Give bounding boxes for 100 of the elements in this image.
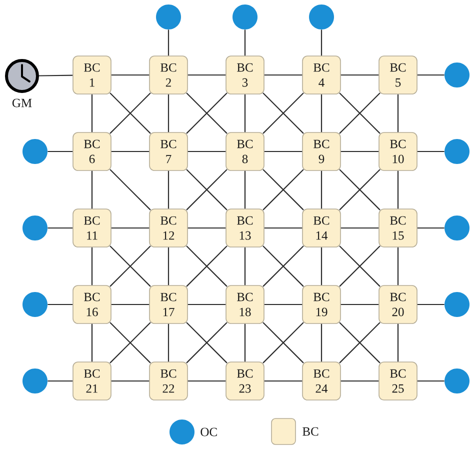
connector-line — [417, 227, 444, 229]
connector-line — [38, 74, 73, 76]
connector-line — [168, 30, 170, 56]
connector-line — [168, 247, 170, 286]
connector-line — [48, 150, 73, 152]
node-box: BC 15 — [378, 208, 418, 248]
node-box: BC 17 — [149, 285, 188, 324]
legend-label: OC — [200, 428, 217, 436]
connector-line — [320, 170, 322, 209]
connector-line — [111, 304, 150, 306]
connector-line — [340, 304, 379, 306]
node-box: BC 23 — [226, 362, 264, 400]
node-circle — [22, 292, 48, 317]
node-circle — [22, 216, 48, 240]
connector-line — [244, 247, 246, 286]
node-box: BC 12 — [149, 208, 188, 248]
connector-line — [188, 74, 226, 76]
connector-line — [48, 304, 73, 306]
connector-line — [397, 324, 399, 362]
node-caption: GM — [12, 98, 32, 108]
connector-cross — [186, 246, 228, 287]
connector-line — [417, 304, 444, 306]
node-circle — [22, 368, 48, 394]
connector-cross — [262, 169, 304, 210]
node-box: BC 11 — [72, 208, 112, 248]
connector-line — [417, 74, 444, 76]
node-box: BC 22 — [149, 362, 188, 400]
connector-cross — [262, 92, 304, 134]
node-box: BC 7 — [149, 132, 188, 171]
connector-line — [417, 150, 444, 152]
connector-cross — [262, 322, 304, 364]
connector-line — [397, 170, 399, 209]
node-box: BC 8 — [226, 132, 264, 171]
connector-line — [168, 170, 170, 209]
connector-cross — [186, 92, 228, 134]
connector-cross — [339, 92, 380, 134]
connector-cross — [186, 322, 228, 364]
connector-line — [111, 150, 150, 152]
connector-line — [264, 150, 302, 152]
node-circle — [309, 4, 334, 30]
connector-line — [48, 227, 73, 229]
connector-cross — [262, 246, 304, 287]
connector-line — [244, 94, 246, 132]
connector-cross — [339, 322, 380, 364]
connector-line — [48, 380, 73, 382]
connector-line — [188, 227, 226, 229]
connector-line — [244, 170, 246, 209]
node-circle — [444, 292, 470, 317]
connector-line — [320, 247, 322, 286]
connector-line — [91, 94, 93, 132]
connector-line — [417, 380, 444, 382]
connector-cross — [110, 246, 151, 287]
node-box: BC 14 — [302, 208, 341, 248]
connector-line — [397, 94, 399, 132]
node-circle — [232, 4, 258, 30]
connector-line — [244, 30, 246, 56]
connector-line — [320, 94, 322, 132]
connector-line — [320, 324, 322, 362]
node-box: BC 5 — [378, 56, 418, 94]
node-circle — [22, 139, 48, 164]
connector-line — [91, 324, 93, 362]
node-circle — [444, 62, 470, 88]
connector-line — [168, 324, 170, 362]
connector-cross — [339, 169, 380, 210]
node-box: BC 4 — [302, 56, 341, 94]
connector-cross — [339, 246, 380, 287]
connector-line — [264, 380, 302, 382]
node-circle — [156, 4, 181, 30]
connector-line — [111, 380, 150, 382]
node-circle — [444, 368, 470, 394]
connector-line — [110, 169, 151, 210]
connector-cross — [186, 169, 228, 210]
node-box: BC 25 — [378, 362, 418, 400]
connector-line — [188, 150, 226, 152]
node-box: BC 18 — [226, 285, 264, 324]
node-box: BC 13 — [226, 208, 264, 248]
legend-label: BC — [302, 427, 318, 436]
node-box: BC 1 — [72, 56, 112, 94]
node-box: BC 20 — [378, 285, 418, 324]
connector-line — [168, 94, 170, 132]
node-box: BC 3 — [226, 56, 264, 94]
connector-line — [91, 247, 93, 286]
connector-line — [340, 227, 379, 229]
node-box: BC 16 — [72, 285, 112, 324]
connector-line — [264, 304, 302, 306]
node-box: BC 24 — [302, 362, 341, 400]
node-circle — [444, 216, 470, 240]
connector-line — [111, 74, 150, 76]
connector-cross — [110, 322, 151, 364]
connector-line — [91, 170, 93, 209]
connector-line — [320, 30, 322, 56]
connector-line — [111, 227, 150, 229]
node-circle — [444, 139, 470, 164]
node-box: BC 19 — [302, 285, 341, 324]
node-box: BC 21 — [72, 362, 112, 400]
connector-line — [340, 150, 379, 152]
connector-line — [264, 74, 302, 76]
connector-line — [188, 380, 226, 382]
connector-line — [340, 74, 379, 76]
connector-line — [244, 324, 246, 362]
